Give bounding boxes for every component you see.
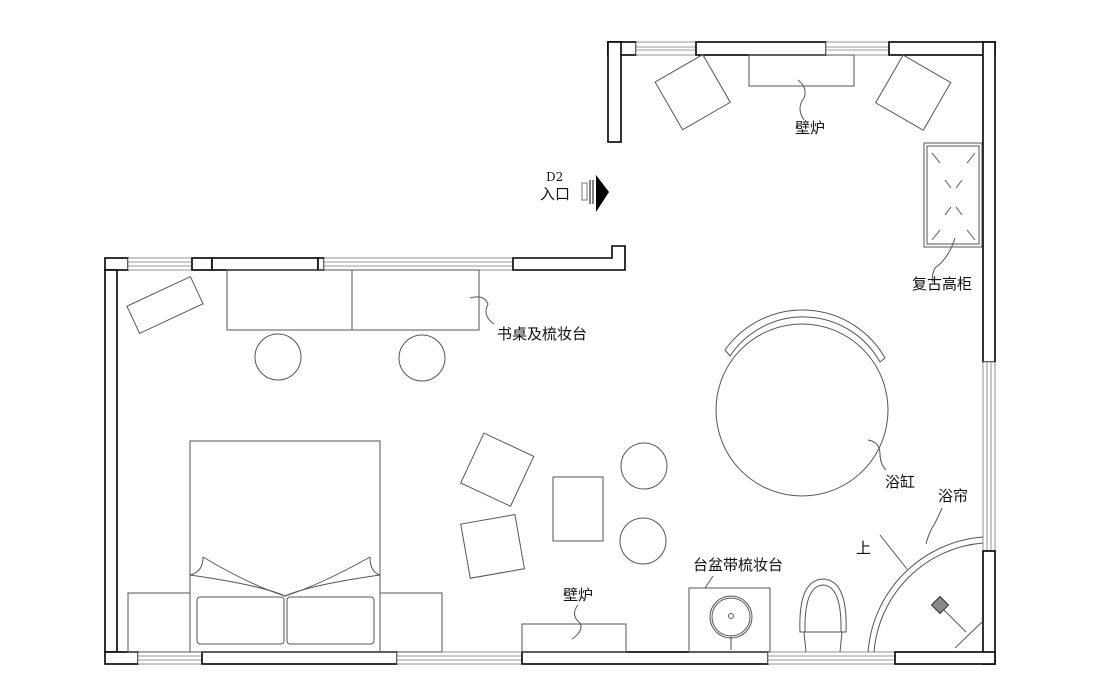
desk (226, 269, 353, 331)
vanity (688, 587, 771, 653)
bed (189, 440, 381, 653)
entrance-code: D2 (546, 170, 563, 184)
toilet (799, 578, 847, 653)
bathtub-label: 浴缸 (885, 473, 915, 491)
leader-line (867, 439, 887, 471)
armchair (874, 54, 952, 131)
armchair (460, 513, 526, 579)
nightstand (379, 592, 443, 653)
stool (254, 333, 302, 381)
vanity-label: 台盆带梳妆台 (693, 556, 783, 574)
fireplace-bottom (521, 623, 627, 653)
stool (398, 334, 446, 382)
tall-cabinet-label: 复古高柜 (912, 275, 972, 293)
tall-cabinet (923, 142, 983, 283)
walls (104, 41, 996, 665)
fireplace-top (748, 54, 855, 87)
fireplace-bottom-label: 壁炉 (563, 586, 593, 604)
entrance-arrow-icon (581, 175, 609, 212)
step-up-label: 上 (856, 539, 871, 557)
stool (619, 517, 667, 565)
side-table (126, 275, 204, 335)
stool (620, 442, 668, 490)
leader-line (797, 79, 806, 121)
fireplace-top-label: 壁炉 (795, 119, 825, 137)
leader-line (571, 604, 582, 640)
dressing-table (351, 269, 480, 331)
entrance-label: 入口 (540, 185, 570, 203)
coffee-table (552, 476, 604, 542)
shower-area (867, 534, 984, 653)
bathtub (715, 309, 889, 497)
leader-line (469, 296, 495, 325)
shower-curtain-label: 浴帘 (938, 487, 968, 505)
armchair (460, 432, 535, 507)
desk-label: 书桌及梳妆台 (497, 325, 587, 343)
nightstand (127, 592, 191, 653)
leader-line (704, 575, 714, 589)
armchair (654, 53, 731, 131)
leader-line (925, 507, 943, 545)
